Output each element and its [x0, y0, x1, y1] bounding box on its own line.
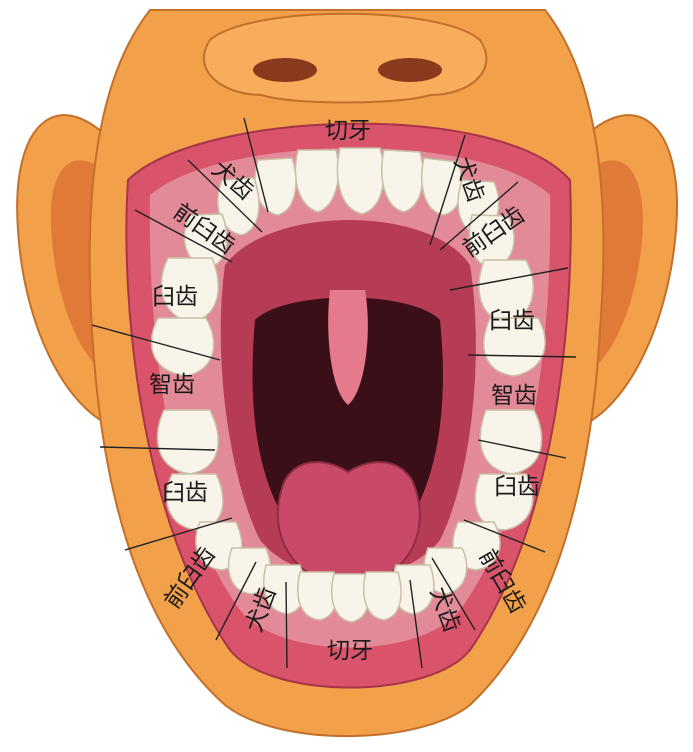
- left-nostril: [253, 58, 317, 82]
- label-wisdom-left: 智齿: [149, 372, 195, 398]
- label-molar-upper-right: 臼齿: [489, 308, 535, 334]
- label-incisor-top: 切牙: [325, 118, 371, 144]
- label-molar-lower-right: 臼齿: [494, 474, 540, 500]
- right-nostril: [378, 58, 442, 82]
- leader-canine-bottom-left: [286, 582, 287, 668]
- label-molar-lower-left: 臼齿: [162, 480, 208, 506]
- label-wisdom-right: 智齿: [491, 383, 537, 409]
- nose: [204, 14, 486, 103]
- label-incisor-bottom: 切牙: [327, 638, 373, 664]
- label-molar-upper-left: 臼齿: [152, 284, 198, 310]
